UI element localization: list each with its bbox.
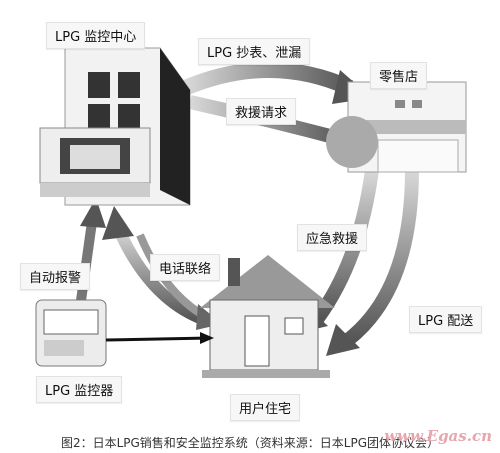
lpg-monitor-device	[35, 299, 214, 367]
label-rescue-request: 救援请求	[226, 98, 297, 125]
user-house	[200, 255, 335, 378]
label-retail-store: 零售店	[370, 62, 428, 89]
retail-store-building	[326, 81, 467, 173]
label-phone-contact: 电话联络	[150, 254, 221, 281]
label-meter-read: LPG 抄表、泄漏	[198, 38, 311, 65]
arrow-phone-contact	[102, 206, 208, 326]
figure-caption: 图2：日本LPG销售和安全监控系统（资料来源：日本LPG团体协议会）	[60, 436, 440, 450]
watermark: www.Egas.cn	[384, 427, 492, 445]
label-lpg-delivery: LPG 配送	[409, 306, 483, 333]
label-user-residence: 用户住宅	[230, 394, 301, 421]
label-monitor-center: LPG 监控中心	[46, 22, 146, 49]
arrow-lpg-delivery	[326, 169, 419, 356]
monitor-center-building	[39, 47, 191, 206]
label-lpg-monitor-device: LPG 监控器	[36, 376, 123, 403]
label-auto-alarm: 自动报警	[20, 263, 91, 290]
label-emergency-rescue: 应急救援	[297, 224, 368, 251]
